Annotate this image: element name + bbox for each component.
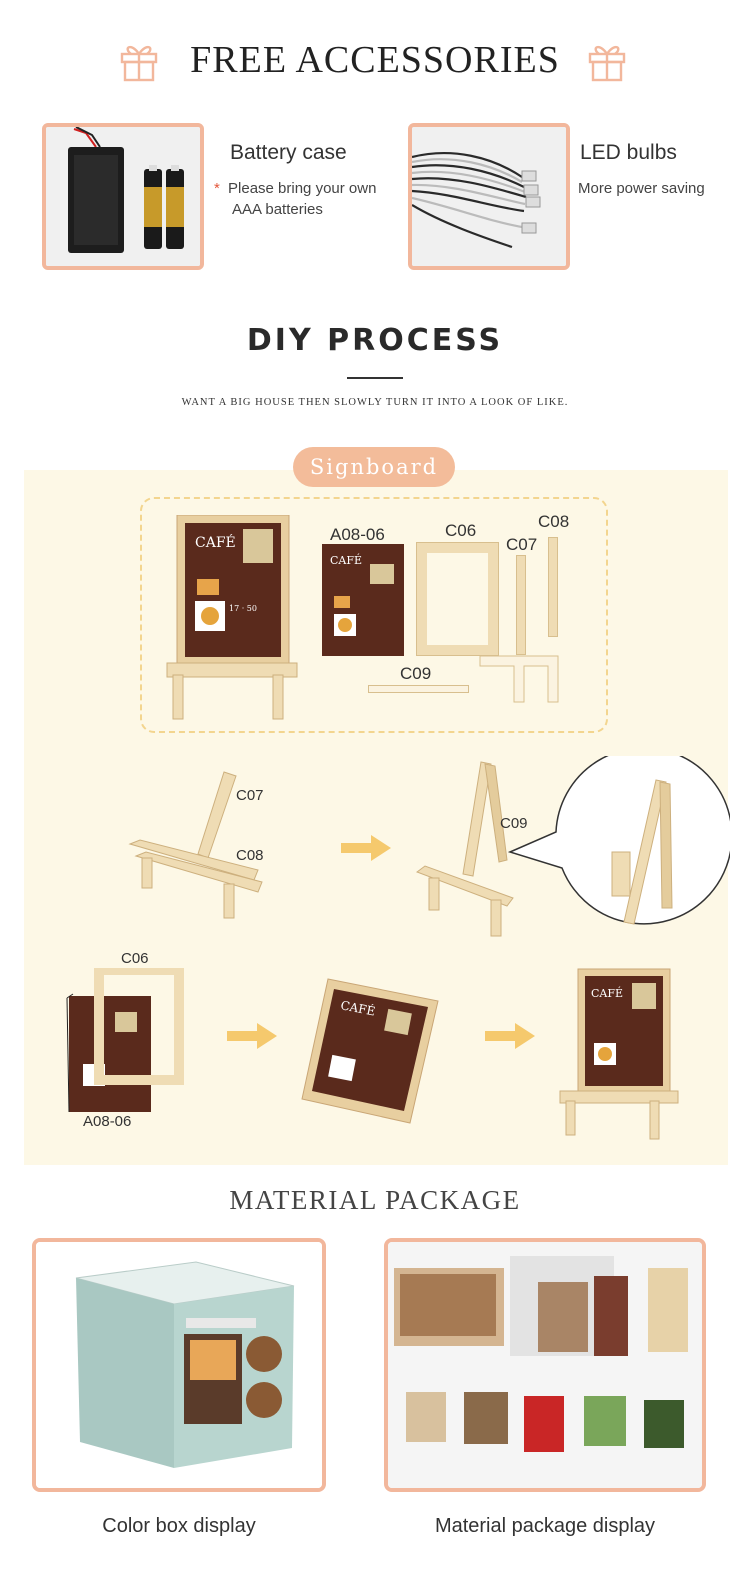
part-a0806-image: CAFÉ bbox=[322, 544, 404, 656]
led-bulbs-title: LED bulbs bbox=[580, 141, 677, 164]
framed-board-image: CAFÉ bbox=[300, 975, 440, 1125]
svg-text:CAFÉ: CAFÉ bbox=[330, 553, 362, 567]
svg-text:17 · 50: 17 · 50 bbox=[229, 604, 257, 613]
led-bulbs-note: More power saving bbox=[578, 180, 705, 197]
signboard-badge: Signboard bbox=[293, 447, 455, 487]
part-label-c06: C06 bbox=[445, 521, 477, 540]
assembled-signboard-image: CAFÉ 17 · 50 bbox=[155, 515, 300, 725]
diy-title: DIY PROCESS bbox=[246, 323, 504, 358]
svg-text:CAFÉ: CAFÉ bbox=[195, 533, 236, 551]
arrow-right-icon bbox=[341, 835, 391, 861]
easel-assembled-image bbox=[415, 760, 515, 940]
board-frame-parts-image bbox=[65, 968, 185, 1114]
detail-zoom-bubble bbox=[508, 756, 730, 936]
easel-parts-image bbox=[128, 770, 263, 920]
battery-note-line2: AAA batteries bbox=[232, 201, 323, 218]
step1-label-c08: C08 bbox=[236, 847, 264, 864]
gift-icon bbox=[585, 38, 629, 82]
part-label-c08: C08 bbox=[538, 512, 570, 531]
parts-overview bbox=[140, 497, 608, 733]
part-stand-image bbox=[478, 642, 562, 704]
battery-note-line1: Please bring your own bbox=[228, 180, 377, 197]
material-package-caption: Material package display bbox=[434, 1515, 656, 1537]
part-c06-image bbox=[416, 542, 499, 656]
led-bulbs-image bbox=[408, 123, 570, 270]
diy-subtitle: WANT A BIG HOUSE THEN SLOWLY TURN IT INT… bbox=[181, 397, 569, 408]
final-signboard-image: CAFÉ bbox=[558, 967, 683, 1142]
color-box-caption: Color box display bbox=[102, 1515, 256, 1537]
step1-label-c07: C07 bbox=[236, 787, 264, 804]
arrow-right-icon bbox=[485, 1023, 535, 1049]
part-label-c07: C07 bbox=[506, 535, 538, 554]
asterisk: * bbox=[214, 180, 220, 197]
battery-case-note: * Please bring your own AAA batteries bbox=[214, 178, 404, 220]
battery-case-title: Battery case bbox=[230, 141, 347, 164]
step2-label-c06: C06 bbox=[121, 950, 149, 967]
arrow-right-icon bbox=[227, 1023, 277, 1049]
material-title: MATERIAL PACKAGE bbox=[229, 1185, 521, 1215]
part-label-a0806: A08-06 bbox=[330, 525, 385, 544]
part-c09-image bbox=[368, 685, 469, 693]
part-c07-image bbox=[516, 555, 526, 655]
step2-label-a0806: A08-06 bbox=[83, 1113, 132, 1130]
divider bbox=[347, 377, 403, 379]
battery-case-image bbox=[42, 123, 204, 270]
page-title: FREE ACCESSORIES bbox=[190, 39, 560, 81]
gift-icon bbox=[117, 38, 161, 82]
part-c08-image bbox=[548, 537, 558, 637]
part-label-c09: C09 bbox=[400, 664, 432, 683]
step1-label-c09: C09 bbox=[500, 815, 528, 832]
svg-text:CAFÉ: CAFÉ bbox=[339, 997, 376, 1018]
svg-text:CAFÉ: CAFÉ bbox=[591, 986, 623, 1000]
color-box-image bbox=[32, 1238, 326, 1492]
material-parts-image bbox=[384, 1238, 706, 1492]
